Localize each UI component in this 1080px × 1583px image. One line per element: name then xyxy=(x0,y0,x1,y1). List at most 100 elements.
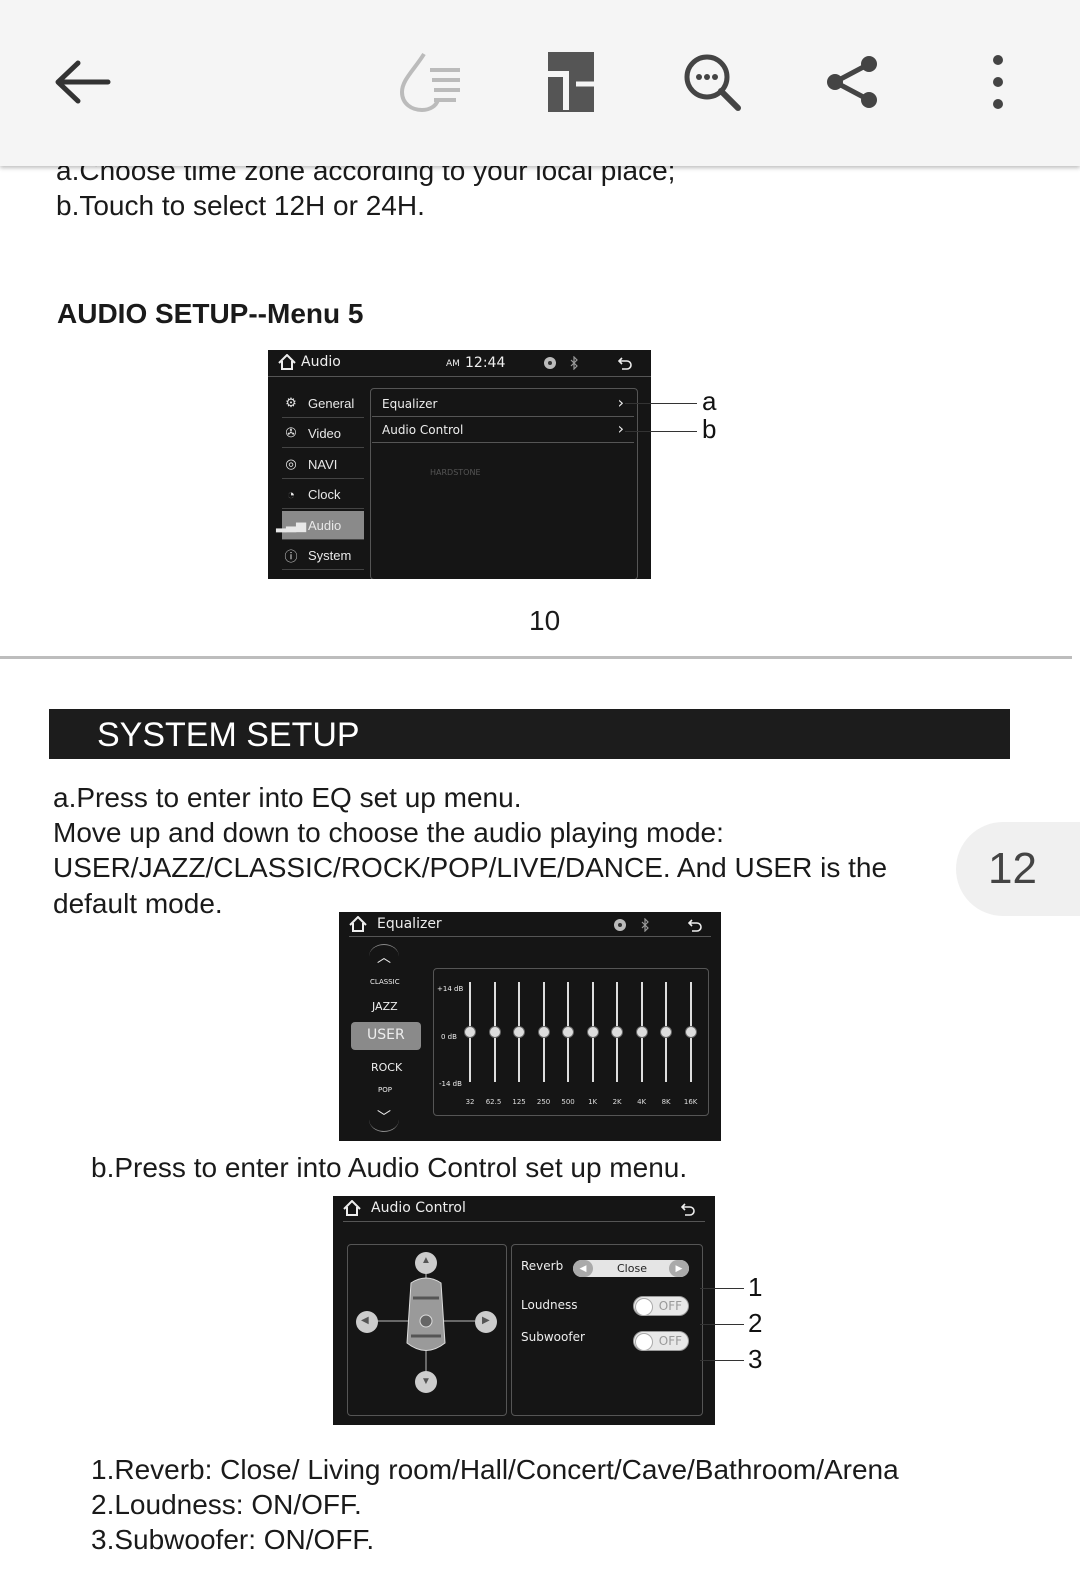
loudness-toggle[interactable]: OFF xyxy=(633,1296,689,1316)
triangle-down-icon: ▼ xyxy=(421,1376,431,1387)
eq-mode-pop[interactable]: POP xyxy=(378,1086,392,1094)
audio-menu-screenshot: Audio AM 12:44 ⚙General ✇Video ◎NAVI ◔Cl… xyxy=(268,350,651,579)
return-icon[interactable] xyxy=(618,356,632,370)
toggle-knob xyxy=(635,1333,653,1351)
return-icon[interactable] xyxy=(681,1202,695,1216)
eq-instruction: a.Press to enter into EQ set up menu. xyxy=(53,782,522,813)
db-label-max: +14 dB xyxy=(437,985,464,993)
eq-band-knob[interactable] xyxy=(488,1026,501,1038)
reverb-selector[interactable]: ◀ Close ▶ xyxy=(573,1260,689,1277)
scroll-down-button[interactable]: ﹀ xyxy=(369,1107,399,1132)
fader-down-button[interactable]: ▼ xyxy=(415,1371,437,1393)
screen-title: Equalizer xyxy=(377,916,442,932)
callout-leader xyxy=(625,403,697,404)
callout-leader xyxy=(700,1360,744,1361)
status-bar xyxy=(268,350,651,377)
equalizer-screenshot: Equalizer ︿ CLASSIC JAZZ USER ROCK POP ﹀… xyxy=(339,912,721,1141)
callout-3: 3 xyxy=(748,1344,763,1374)
loudness-label: Loudness xyxy=(521,1298,578,1312)
bookmark-page-icon xyxy=(548,52,594,112)
options-panel xyxy=(370,388,638,579)
option-label: Equalizer xyxy=(382,397,438,411)
eq-panel xyxy=(433,968,709,1116)
balance-panel xyxy=(347,1244,507,1416)
eq-band-knob[interactable] xyxy=(684,1026,697,1038)
eq-band-knob[interactable] xyxy=(537,1026,550,1038)
eq-mode-jazz[interactable]: JAZZ xyxy=(372,1000,398,1013)
eq-band-freq-label: 250 xyxy=(536,1098,551,1106)
more-vertical-icon xyxy=(993,55,1003,109)
callout-leader xyxy=(625,431,697,432)
toggle-state: OFF xyxy=(658,1299,682,1313)
menu-navi[interactable]: ◎NAVI xyxy=(282,450,364,479)
eq-band-knob[interactable] xyxy=(513,1026,525,1038)
db-label-zero: 0 dB xyxy=(441,1033,457,1041)
disc-icon xyxy=(614,919,626,931)
compass-icon: ◎ xyxy=(285,456,297,471)
menu-audio[interactable]: ▂▃▅Audio xyxy=(276,511,364,540)
menu-label: General xyxy=(308,395,355,411)
eq-band-knob[interactable] xyxy=(635,1026,648,1038)
callout-b: b xyxy=(702,414,717,444)
callout-leader xyxy=(700,1324,744,1325)
eq-mode-classic[interactable]: CLASSIC xyxy=(370,978,400,986)
reading-mode-button[interactable] xyxy=(390,42,470,122)
menu-clock[interactable]: ◔Clock xyxy=(282,480,364,509)
more-options-button[interactable] xyxy=(958,42,1038,122)
eq-instruction: USER/JAZZ/CLASSIC/ROCK/POP/LIVE/DANCE. A… xyxy=(53,852,888,883)
menu-video[interactable]: ✇Video xyxy=(282,419,364,448)
option-label: Audio Control xyxy=(382,423,464,437)
reverb-label: Reverb xyxy=(521,1259,564,1273)
eq-band-freq-label: 2K xyxy=(612,1098,622,1106)
balance-left-button[interactable]: ◀ xyxy=(356,1311,378,1333)
eq-band-knob[interactable] xyxy=(611,1026,623,1038)
reverb-prev-button[interactable]: ◀ xyxy=(573,1260,593,1277)
eq-band-knob[interactable] xyxy=(562,1026,574,1038)
note-loudness: 2.Loudness: ON/OFF. xyxy=(91,1489,362,1520)
eq-band-freq-label: 4K xyxy=(637,1098,647,1106)
reverb-next-button[interactable]: ▶ xyxy=(669,1260,689,1277)
eq-band-freq-label: 62.5 xyxy=(485,1098,502,1106)
section-title-bar: SYSTEM SETUP xyxy=(49,709,1010,759)
audio-setup-heading: AUDIO SETUP--Menu 5 xyxy=(57,298,364,329)
page-indicator-badge: 12 xyxy=(956,822,1080,916)
option-equalizer[interactable]: Equalizer › xyxy=(372,392,634,417)
eq-instruction: Move up and down to choose the audio pla… xyxy=(53,817,724,848)
home-icon xyxy=(278,354,296,370)
chevron-up-icon: ︿ xyxy=(377,950,391,966)
subwoofer-label: Subwoofer xyxy=(521,1330,585,1344)
eq-band-knob[interactable] xyxy=(464,1026,476,1038)
eq-band-freq-label: 125 xyxy=(512,1098,526,1106)
eq-band-knob[interactable] xyxy=(660,1026,672,1038)
time-ampm: AM xyxy=(446,359,460,369)
eq-mode-label: USER xyxy=(367,1027,405,1043)
balance-right-button[interactable]: ▶ xyxy=(475,1311,497,1333)
eq-mode-rock[interactable]: ROCK xyxy=(371,1061,403,1074)
eq-band-freq-label: 500 xyxy=(561,1098,575,1106)
app-toolbar xyxy=(0,0,1080,166)
fader-up-button[interactable]: ▲ xyxy=(415,1252,437,1274)
title-divider xyxy=(343,1221,705,1222)
back-button[interactable] xyxy=(42,42,122,122)
scroll-up-button[interactable]: ︿ xyxy=(369,944,399,969)
home-icon xyxy=(349,916,367,932)
menu-label: System xyxy=(308,547,352,563)
eq-mode-user[interactable]: USER xyxy=(351,1022,421,1050)
chevron-right-icon: › xyxy=(617,419,624,438)
reverb-value: Close xyxy=(617,1262,647,1275)
clock-icon: ◔ xyxy=(287,486,295,502)
subwoofer-toggle[interactable]: OFF xyxy=(633,1331,689,1351)
bookmark-button[interactable] xyxy=(531,42,611,122)
toggle-knob xyxy=(635,1298,653,1316)
search-button[interactable] xyxy=(672,42,752,122)
return-icon[interactable] xyxy=(688,918,702,932)
watermark: HARDSTONE xyxy=(430,468,481,477)
eq-band-knob[interactable] xyxy=(586,1026,599,1038)
eq-band-freq-label: 8K xyxy=(661,1098,671,1106)
option-audio-control[interactable]: Audio Control › xyxy=(372,418,634,443)
bluetooth-icon xyxy=(570,356,578,370)
menu-general[interactable]: ⚙General xyxy=(282,389,364,418)
callout-2: 2 xyxy=(748,1308,763,1338)
share-button[interactable] xyxy=(813,42,893,122)
